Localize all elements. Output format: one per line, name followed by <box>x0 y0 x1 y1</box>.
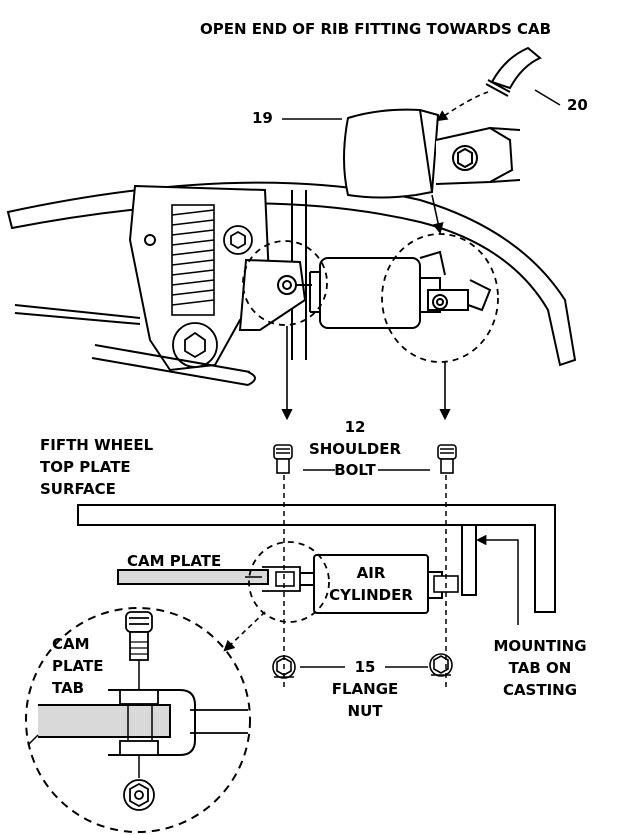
detail-view <box>25 607 251 833</box>
mounting-tab-label-line3: CASTING <box>502 681 578 699</box>
detail-shoulder-bolt <box>125 611 153 661</box>
part-12-label: 12 <box>344 418 366 436</box>
flange-nut-right <box>429 653 453 677</box>
detail-circle <box>25 607 251 833</box>
zoom-circle-left <box>242 240 328 326</box>
mounting-tab <box>461 524 477 596</box>
detail-flange-nut <box>123 779 155 811</box>
top-plate-profile <box>77 504 556 613</box>
cam-plate-tab-label-line2: PLATE <box>52 657 104 675</box>
air-cylinder-label-line2: CYLINDER <box>329 586 413 604</box>
part-20-label: 20 <box>567 96 588 114</box>
lower-rod <box>91 344 256 386</box>
rib-fitting-19 <box>343 108 521 199</box>
cam-lever <box>238 258 307 331</box>
part-15-label: 15 <box>354 658 376 676</box>
cam-plate-tab-label-line1: CAM <box>52 635 90 653</box>
bottom-section-view <box>77 444 556 690</box>
fifth-wheel-label-line1: FIFTH WHEEL <box>40 436 154 454</box>
zoom-circle-clevis <box>248 541 330 623</box>
mounting-tab-label-line1: MOUNTING <box>493 637 587 655</box>
part-19-label: 19 <box>252 109 273 127</box>
detail-cam-tab <box>38 704 171 738</box>
detail-clevis <box>108 689 196 756</box>
pivot-bolt-bottom <box>172 322 218 368</box>
cam-plate <box>117 569 269 585</box>
flange-label: FLANGE <box>331 680 399 698</box>
top-leaders <box>281 89 561 421</box>
elbow-fitting-20 <box>485 46 542 97</box>
shoulder-bolt-right <box>437 444 457 474</box>
cam-plate-label: CAM PLATE <box>127 552 222 570</box>
header-label: OPEN END OF RIB FITTING TOWARDS CAB <box>200 20 552 38</box>
mounting-tab-label-line2: TAB ON <box>508 659 572 677</box>
fifth-wheel-label-line3: SURFACE <box>40 480 116 498</box>
shoulder-label: SHOULDER <box>308 440 402 458</box>
shoulder-bolt-left <box>273 444 293 474</box>
nut-label: NUT <box>347 702 383 720</box>
air-cylinder-label-line1: AIR <box>356 564 386 582</box>
top-assembly-view <box>6 181 577 386</box>
air-cylinder-top <box>319 257 421 329</box>
cam-plate-tab-label-line3: TAB <box>52 679 85 697</box>
pivot-bolt-top <box>223 225 253 255</box>
bolt-label: BOLT <box>334 461 376 479</box>
fifth-wheel-label-line2: TOP PLATE <box>40 458 131 476</box>
left-rod <box>14 304 141 325</box>
spring <box>171 204 215 316</box>
